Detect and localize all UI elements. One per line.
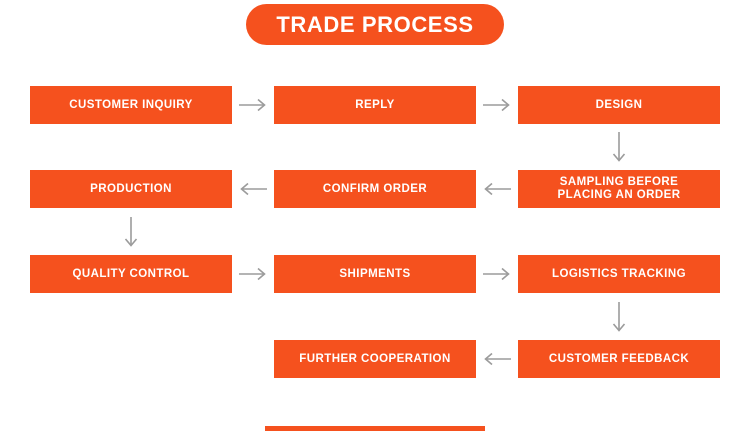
arrow-down-icon <box>598 294 640 340</box>
arrow-right-icon <box>476 86 518 124</box>
process-step-label: SHIPMENTS <box>339 267 411 280</box>
arrow-left-icon <box>476 170 518 208</box>
process-step-confirm-order[interactable]: CONFIRM ORDER <box>274 170 476 208</box>
process-step-design[interactable]: DESIGN <box>518 86 720 124</box>
process-step-label: CONFIRM ORDER <box>322 182 428 195</box>
process-step-customer-feedback[interactable]: CUSTOMER FEEDBACK <box>518 340 720 378</box>
process-step-label: CUSTOMER FEEDBACK <box>548 352 690 365</box>
process-step-shipments[interactable]: SHIPMENTS <box>274 255 476 293</box>
process-step-label: QUALITY CONTROL <box>72 267 190 280</box>
bottom-cutoff-banner <box>265 426 485 431</box>
process-step-further-cooperation[interactable]: FURTHER COOPERATION <box>274 340 476 378</box>
arrow-down-icon <box>110 209 152 255</box>
process-step-label: DESIGN <box>595 98 643 111</box>
arrow-right-icon <box>476 255 518 293</box>
arrow-left-icon <box>476 340 518 378</box>
process-step-quality-control[interactable]: QUALITY CONTROL <box>30 255 232 293</box>
page-title: TRADE PROCESS <box>276 11 474 37</box>
process-step-production[interactable]: PRODUCTION <box>30 170 232 208</box>
process-step-label: PRODUCTION <box>90 182 172 195</box>
page-title-pill: TRADE PROCESS <box>246 4 504 45</box>
arrow-right-icon <box>232 255 274 293</box>
process-step-customer-inquiry[interactable]: CUSTOMER INQUIRY <box>30 86 232 124</box>
arrow-right-icon <box>232 86 274 124</box>
process-step-label: SAMPLING BEFORE PLACING AN ORDER <box>557 176 681 201</box>
process-step-label: LOGISTICS TRACKING <box>552 267 686 280</box>
process-step-label: FURTHER COOPERATION <box>299 352 451 365</box>
process-step-label: REPLY <box>355 98 395 111</box>
arrow-left-icon <box>232 170 274 208</box>
process-step-label: CUSTOMER INQUIRY <box>69 98 193 111</box>
process-step-reply[interactable]: REPLY <box>274 86 476 124</box>
arrow-down-icon <box>598 124 640 170</box>
process-step-logistics-tracking[interactable]: LOGISTICS TRACKING <box>518 255 720 293</box>
process-step-sampling-before-placing-an-order[interactable]: SAMPLING BEFORE PLACING AN ORDER <box>518 170 720 208</box>
